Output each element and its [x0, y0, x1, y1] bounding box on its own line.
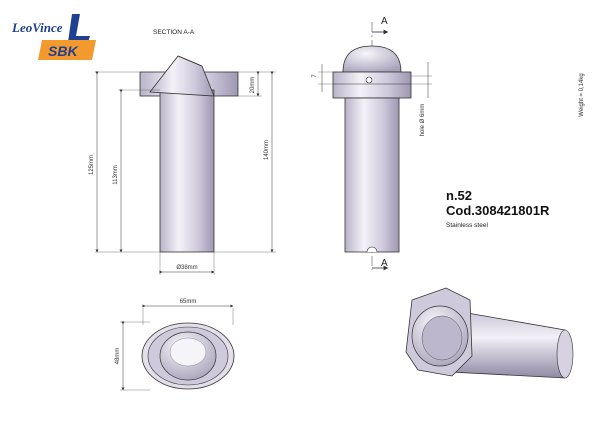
section-tube	[159, 89, 215, 253]
dim-label-65: 65mm	[180, 299, 197, 305]
section-marker-top: A	[381, 16, 388, 27]
dim-label-38: Ø38mm	[176, 265, 197, 271]
dim-label-hole: hole Ø 6mm	[420, 104, 426, 137]
dim-label-7: 7	[312, 74, 318, 78]
svg-text:LeoVince: LeoVince	[11, 20, 63, 35]
dim-label-125: 125mm	[89, 155, 95, 175]
weight-label: Weight = 0,14kg	[579, 73, 585, 116]
material-label: Stainless steel	[446, 222, 488, 229]
svg-text:SBK: SBK	[48, 43, 78, 59]
top-view: 65mm 48mm	[115, 299, 235, 391]
side-flange	[332, 71, 412, 99]
part-number: n.52	[446, 188, 473, 203]
hole-mark	[365, 76, 373, 84]
dim-label-20: 20mm	[250, 77, 256, 94]
logo-graphic: LeoVince SBK	[11, 14, 96, 60]
brand-logo: LeoVince SBK	[10, 10, 100, 62]
section-marker-bottom: A	[381, 258, 388, 269]
dome-cap	[342, 45, 402, 73]
iso-view	[405, 287, 574, 379]
part-code: Cod.308421801R	[446, 203, 550, 218]
section-title: SECTION A-A	[153, 29, 195, 36]
dim-label-140: 140mm	[264, 140, 270, 160]
side-view: A A 7 hole Ø 6mm	[312, 16, 432, 271]
section-view: 125mm 113mm 140mm 20mm Ø38mm	[89, 55, 276, 275]
dim-label-48: 48mm	[115, 348, 121, 365]
dim-label-113: 113mm	[113, 165, 119, 185]
side-tube	[344, 97, 400, 253]
